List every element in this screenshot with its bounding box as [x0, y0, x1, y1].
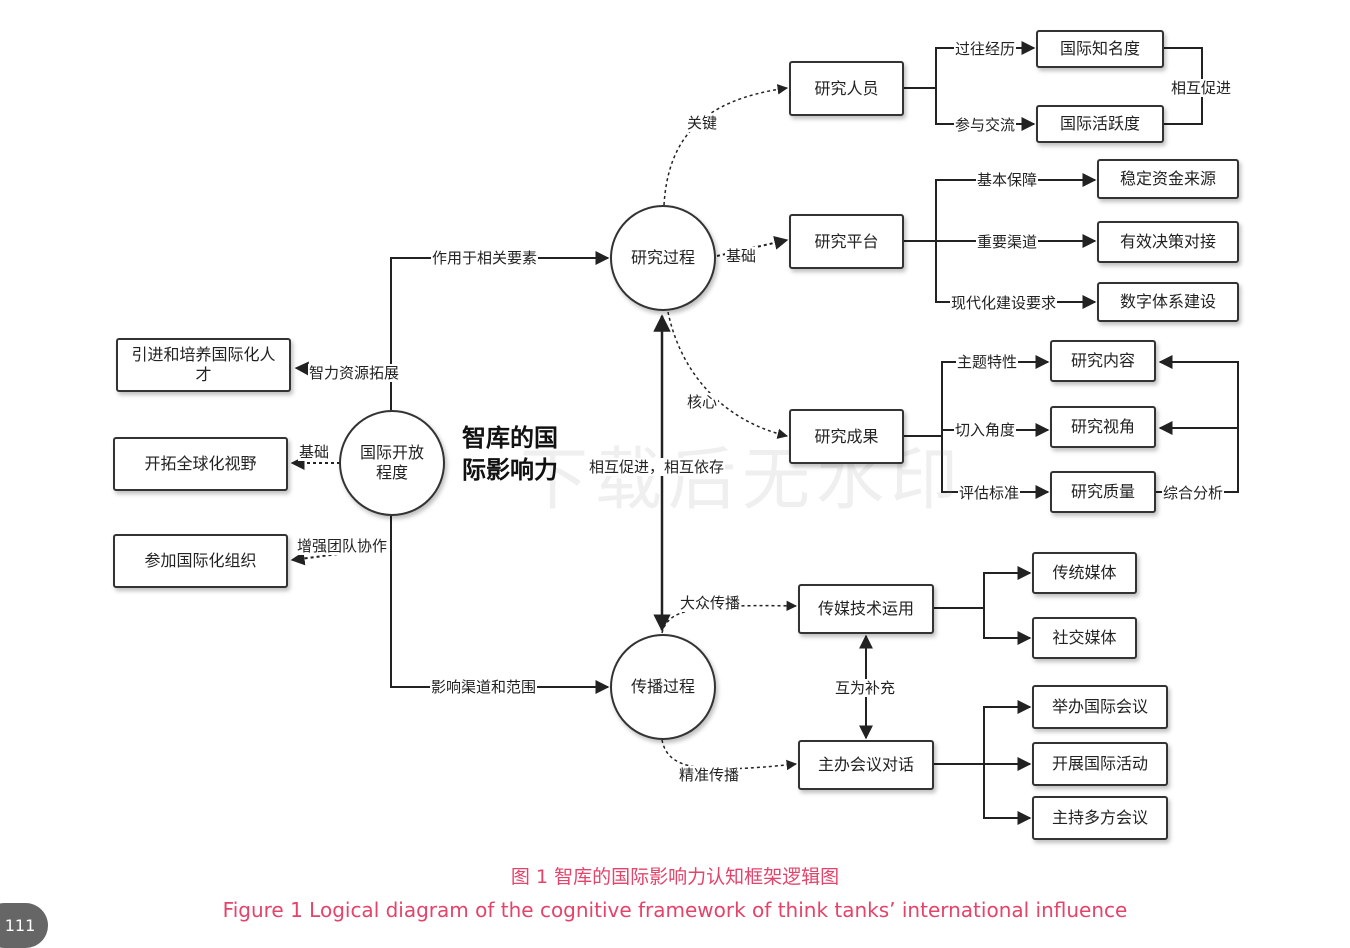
- node-digital-system: 数字体系建设: [1097, 282, 1239, 322]
- label-influence-channel: 影响渠道和范围: [430, 678, 538, 696]
- label-comprehensive: 综合分析: [1162, 484, 1225, 502]
- edge-precise: [661, 739, 798, 771]
- node-effective-policy: 有效决策对接: [1097, 221, 1239, 263]
- node-intl-fame: 国际知名度: [1036, 30, 1164, 68]
- node-quality: 研究质量: [1050, 471, 1156, 513]
- label-eval-std: 评估标准: [958, 484, 1021, 502]
- label-modern-req: 现代化建设要求: [950, 294, 1058, 312]
- node-open-attitude: 国际开放程度: [339, 410, 445, 516]
- node-researchers: 研究人员: [789, 61, 904, 116]
- caption-chinese: 图 1 智库的国际影响力认知框架逻辑图: [510, 866, 840, 888]
- caption-english: Figure 1 Logical diagram of the cognitiv…: [222, 898, 1128, 922]
- label-theme: 主题特性: [956, 353, 1019, 371]
- label-mutual: 相互促进，相互依存: [588, 458, 726, 476]
- label-important-channel: 重要渠道: [976, 233, 1039, 251]
- edge-to-join: [290, 547, 386, 566]
- node-research-process: 研究过程: [610, 205, 716, 311]
- edge-mass: [661, 600, 798, 634]
- label-complement: 互为补充: [834, 679, 897, 697]
- label-core: 核心: [686, 393, 719, 411]
- node-content: 研究内容: [1050, 340, 1156, 382]
- label-participate: 参与交流: [954, 116, 1017, 134]
- label-mutual-promote: 相互促进: [1170, 79, 1233, 97]
- node-multilateral: 主持多方会议: [1032, 796, 1168, 840]
- node-media-tech: 传媒技术运用: [798, 584, 934, 634]
- node-traditional-media: 传统媒体: [1032, 552, 1137, 594]
- node-intl-activity: 开展国际活动: [1032, 742, 1168, 786]
- node-dissemination-process: 传播过程: [610, 634, 716, 740]
- edge-key: [663, 84, 789, 206]
- node-join-org: 参加国际化组织: [113, 534, 288, 588]
- label-intellect-expand: 智力资源拓展: [308, 364, 401, 382]
- node-platform: 研究平台: [789, 214, 904, 269]
- label-basic-guarantee: 基本保障: [976, 171, 1039, 189]
- center-title: 智库的国际影响力: [462, 424, 558, 484]
- label-past-exp: 过往经历: [954, 40, 1017, 58]
- label-precise: 精准传播: [678, 766, 741, 784]
- node-intl-active: 国际活跃度: [1036, 105, 1164, 143]
- label-teamwork: 增强团队协作: [296, 537, 389, 555]
- node-social-media: 社交媒体: [1032, 617, 1137, 659]
- node-meeting-dialogue: 主办会议对话: [798, 740, 934, 790]
- node-perspective: 研究视角: [1050, 406, 1156, 448]
- edge-core: [667, 311, 789, 439]
- node-stable-funds: 稳定资金来源: [1097, 159, 1239, 199]
- label-foundation-left: 基础: [298, 443, 331, 461]
- label-entry-angle: 切入角度: [954, 421, 1017, 439]
- node-global-view: 开拓全球化视野: [113, 437, 288, 491]
- node-results: 研究成果: [789, 409, 904, 464]
- edge-acts-on: [390, 251, 610, 410]
- node-talent: 引进和培养国际化人才: [116, 338, 291, 392]
- label-key: 关键: [686, 114, 719, 132]
- edge-influence-channel: [390, 516, 610, 694]
- page-number-badge: 111: [0, 903, 48, 948]
- label-foundation-right: 基础: [725, 247, 758, 265]
- label-mass: 大众传播: [679, 594, 742, 612]
- node-host-conf: 举办国际会议: [1032, 685, 1168, 729]
- label-acts-on: 作用于相关要素: [431, 249, 539, 267]
